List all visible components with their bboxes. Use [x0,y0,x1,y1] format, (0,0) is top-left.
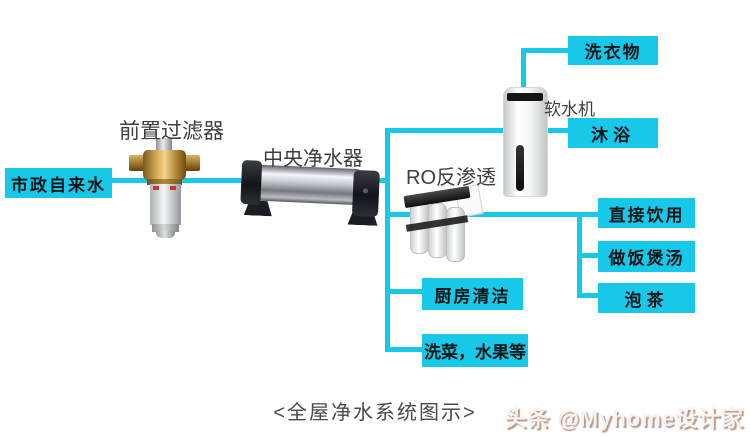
laundry-label: 洗衣物 [584,43,642,62]
bath-label: 沐浴 [591,125,635,145]
pipe-washing-stub [385,347,422,352]
prefilter-red-mark [170,186,176,190]
softener-body [503,87,548,197]
prefilter-top-stem [156,138,172,153]
prefilter-red-mark [153,186,159,190]
ro-title: RO反渗透 [406,167,496,189]
ro-unit-image [403,182,484,262]
municipal-water-label: 市政自来水 [11,175,106,195]
pipe-cooking-stub [582,253,598,258]
prefilter-bottom-cap [156,231,175,238]
watermark-text: 头条 @Myhome设计家 [504,406,744,431]
pipe-laundry-vertical [521,48,526,95]
washing-label: 洗菜，水果等 [424,343,526,362]
pipe-branch-vertical [385,128,390,352]
prefilter-right-port [184,155,200,171]
washing-box: 洗菜，水果等 [422,334,528,367]
kitchen-cleaning-label: 厨房清洁 [434,286,511,306]
prefilter-title: 前置过滤器 [119,120,224,143]
softener-front-slot [516,145,524,191]
prefilter-collar [147,179,182,185]
prefilter-lower-section [152,224,179,232]
prefilter-brass-head [143,150,186,180]
prefilter-left-port [129,155,145,171]
direct-drinking-box: 直接饮用 [598,198,695,228]
softener-control-band [507,93,543,101]
cooking-box: 做饭煲汤 [598,241,695,272]
pipe-kitchen-stub [390,289,422,294]
bath-box: 沐浴 [568,118,658,148]
prefilter-housing [150,184,181,225]
softener-title: 软水机 [544,100,595,119]
pipe-distribution-vertical [577,212,582,298]
pipe-laundry-horizontal [524,48,568,53]
tea-box: 泡茶 [598,283,695,313]
central-purifier-left-cap [240,159,263,205]
ro-cartridge [428,203,447,258]
pipe-softener-horizontal [390,128,568,133]
prefilter-image [129,137,203,238]
central-purifier-title: 中央净水器 [263,148,363,170]
diagram-caption: <全屋净水系统图示> [273,402,477,424]
softener-image [503,87,548,197]
pipe-tea-stub [582,293,598,298]
municipal-water-box: 市政自来水 [5,168,112,198]
kitchen-cleaning-box: 厨房清洁 [422,278,523,310]
pipe-ro-horizontal [390,212,598,217]
direct-drinking-label: 直接饮用 [608,205,685,225]
tea-label: 泡茶 [624,290,669,310]
laundry-box: 洗衣物 [568,36,658,65]
cooking-label: 做饭煲汤 [608,249,685,268]
